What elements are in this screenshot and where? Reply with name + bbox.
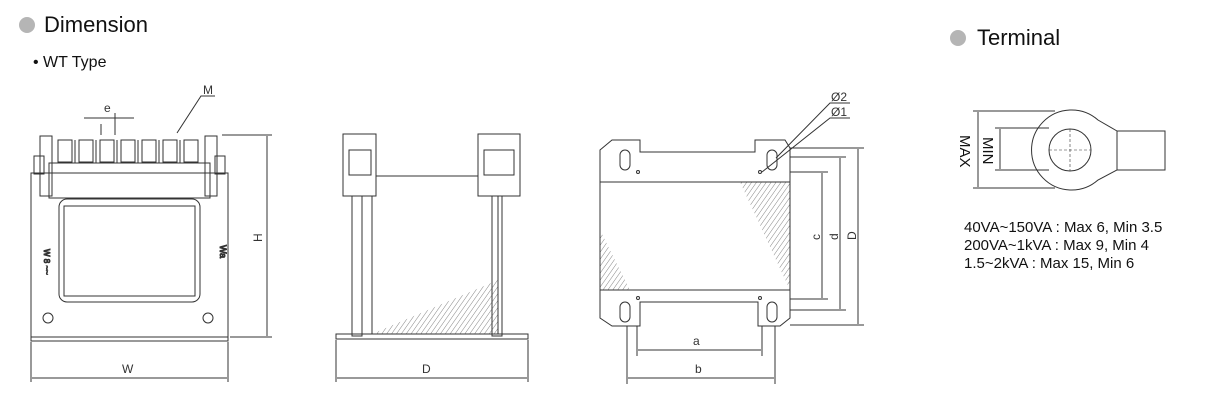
side-view xyxy=(335,133,529,340)
terminal-spec-line: 200VA~1kVA : Max 9, Min 4 xyxy=(964,237,1149,254)
dim-label-d-side: D xyxy=(422,362,431,376)
mounting-hole-icon xyxy=(42,312,54,324)
slot-icon xyxy=(766,301,778,323)
terminal-block xyxy=(57,139,199,163)
dim-label-e: e xyxy=(104,101,111,115)
section-bullet-icon xyxy=(19,17,35,33)
type-subtitle: • WT Type xyxy=(33,54,107,71)
ring-terminal-icon xyxy=(1031,109,1166,191)
dim-label-w: W xyxy=(122,362,134,376)
dim-label-b: b xyxy=(695,362,702,376)
terminal-spec-line: 40VA~150VA : Max 6, Min 3.5 xyxy=(964,219,1163,236)
dim-label-phi1: Ø1 xyxy=(831,105,847,119)
top-view xyxy=(599,139,791,327)
dim-label-h: H xyxy=(251,233,265,242)
dim-label-m: M xyxy=(203,83,213,97)
slot-icon xyxy=(619,301,631,323)
slot-icon xyxy=(619,149,631,171)
dimension-title: Dimension xyxy=(44,12,148,37)
svg-text:Wa: Wa xyxy=(218,245,228,258)
terminal-spec-list: 40VA~150VA : Max 6, Min 3.5 200VA~1kVA :… xyxy=(964,219,1162,273)
dim-label-phi2: Ø2 xyxy=(831,90,847,104)
terminal-spec-line: 1.5~2kVA : Max 15, Min 6 xyxy=(964,255,1135,272)
front-view: W 8 ~~ Wa xyxy=(30,135,229,342)
section-bullet-icon xyxy=(950,30,966,46)
dim-label-d-top: D xyxy=(845,231,859,240)
dim-label-d: d xyxy=(827,233,841,240)
min-label: MIN xyxy=(979,137,996,165)
mounting-hole-icon xyxy=(202,312,214,324)
max-label: MAX xyxy=(956,135,973,168)
dim-label-c: c xyxy=(809,234,823,240)
dim-label-a: a xyxy=(693,334,700,348)
terminal-title: Terminal xyxy=(977,25,1061,50)
svg-text:W 8 ~~: W 8 ~~ xyxy=(42,249,51,275)
